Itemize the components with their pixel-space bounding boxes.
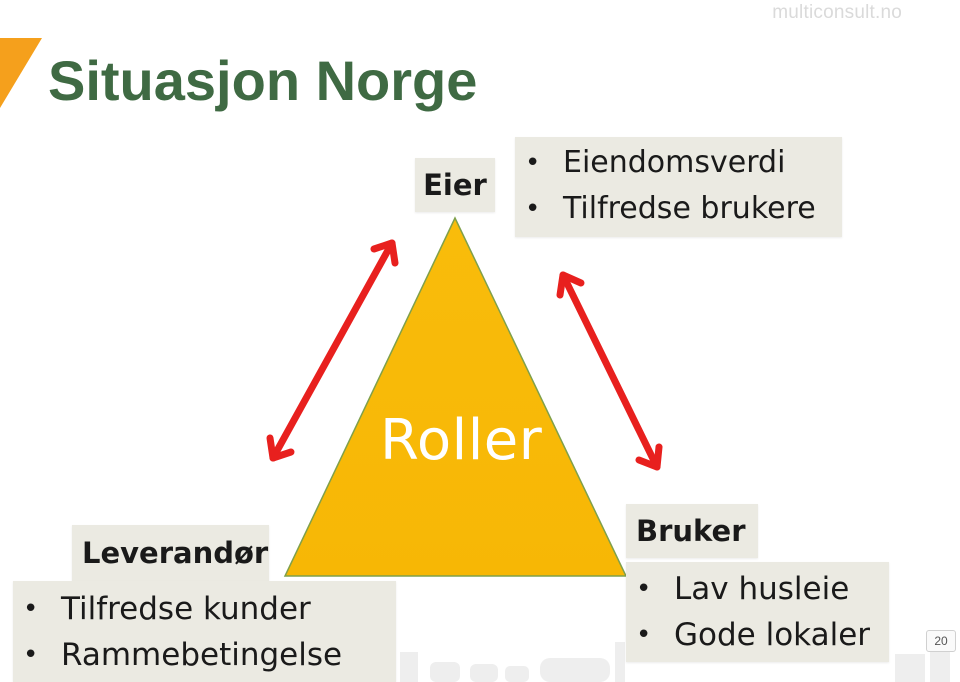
roles-triangle — [283, 216, 628, 577]
bruker-label-box: Bruker — [626, 504, 758, 558]
bruker-item: Gode lokaler — [626, 612, 889, 658]
bruker-item: Lav husleie — [626, 566, 889, 612]
eier-label-box: Eier — [415, 158, 495, 212]
arrow-eier-leverandor — [266, 239, 399, 462]
arrow-eier-bruker — [556, 271, 663, 471]
eier-item: Eiendomsverdi — [515, 140, 842, 186]
bruker-item-list: Lav husleie Gode lokaler — [626, 566, 889, 658]
bruker-items-box: Lav husleie Gode lokaler — [626, 562, 889, 662]
page-number: 20 — [926, 630, 956, 652]
eier-item-list: Eiendomsverdi Tilfredse brukere — [515, 140, 842, 232]
center-label-roller: Roller — [380, 408, 543, 473]
bruker-label: Bruker — [636, 514, 746, 548]
leverandor-item: Rammebetingelse — [13, 632, 396, 678]
eier-items-box: Eiendomsverdi Tilfredse brukere — [515, 137, 842, 237]
brand-logo-text: multiconsult.no — [772, 2, 902, 23]
city-skyline-decoration — [400, 642, 950, 682]
leverandor-items-box: Tilfredse kunder Rammebetingelse — [13, 581, 396, 682]
eier-item: Tilfredse brukere — [515, 186, 842, 232]
leverandor-item: Tilfredse kunder — [13, 586, 396, 632]
page-title: Situasjon Norge — [48, 49, 478, 112]
eier-label: Eier — [423, 168, 487, 202]
leverandor-item-list: Tilfredse kunder Rammebetingelse — [13, 586, 396, 678]
leverandor-label: Leverandør — [82, 536, 269, 570]
leverandor-label-box: Leverandør — [72, 525, 269, 581]
